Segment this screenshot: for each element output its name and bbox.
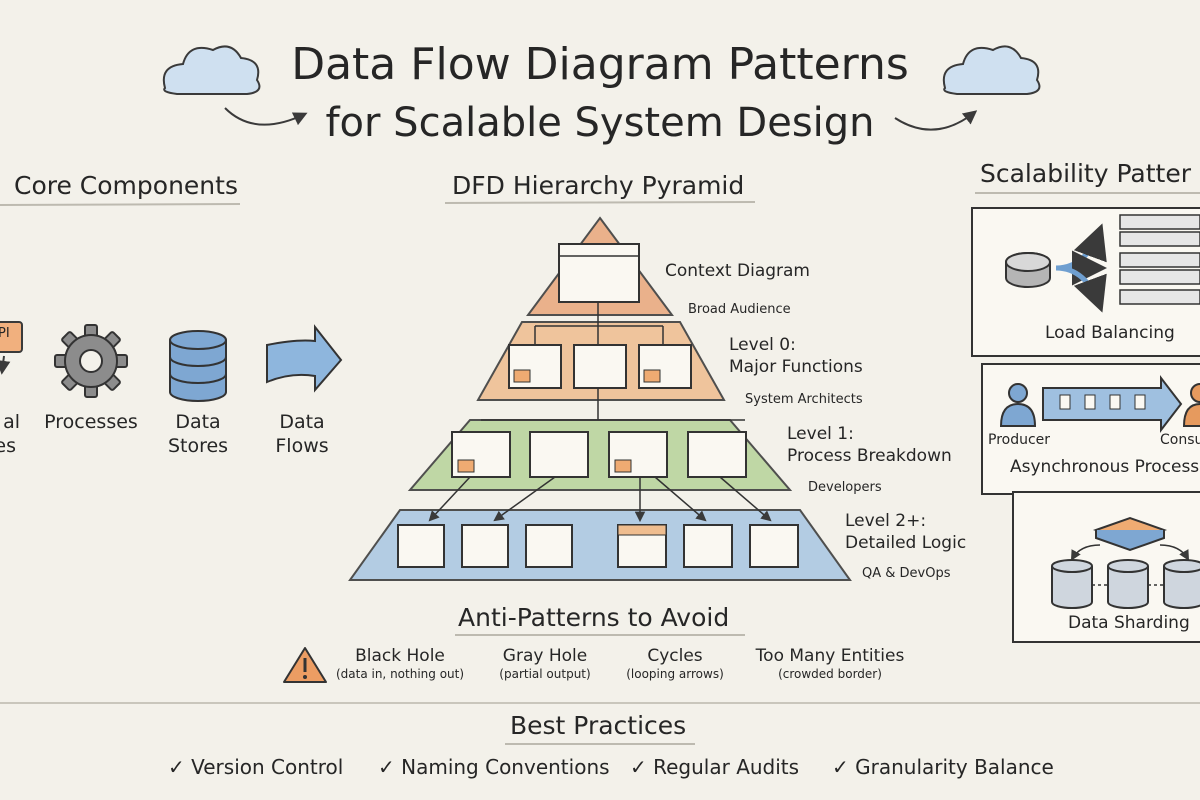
producer-label: Producer [988, 432, 1051, 448]
arrow-right-icon [266, 324, 343, 393]
core-item-data-flows-line1: Data [279, 411, 325, 433]
core-item-data-flows-line2: Flows [275, 435, 329, 457]
check-icon: ✓ [832, 755, 849, 779]
check-icon: ✓ [378, 755, 395, 779]
pyramid-heading: DFD Hierarchy Pyramid [452, 171, 745, 200]
api-label: PI [0, 326, 10, 341]
consumer-label: Consu [1160, 432, 1200, 448]
best-practice-version-control: ✓ Version Control [168, 755, 344, 779]
anti-pattern-black-hole-desc: (data in, nothing out) [335, 667, 465, 681]
best-practice-regular-audits: ✓ Regular Audits [630, 755, 800, 779]
shard-router-icon [1092, 516, 1168, 552]
async-processing-label: Asynchronous Processin [1010, 457, 1200, 477]
level-1-audience: Developers [808, 480, 882, 495]
database-icon [169, 330, 227, 402]
level-1-title: Level 1: [787, 424, 854, 444]
anti-pattern-black-hole: Black Hole [355, 646, 445, 666]
server-rack-icon [1119, 214, 1200, 305]
swoosh-arrow-left-icon [224, 107, 308, 126]
anti-patterns-heading: Anti-Patterns to Avoid [458, 603, 730, 632]
level-1-subtitle: Process Breakdown [787, 446, 952, 466]
data-sharding-label: Data Sharding [1068, 613, 1190, 633]
level-2-title: Level 2+: [845, 511, 927, 531]
anti-pattern-gray-hole-desc: (partial output) [499, 667, 591, 681]
warning-icon [283, 647, 327, 683]
level-0-title: Level 0: [729, 335, 796, 355]
level-0-subtitle: Major Functions [729, 357, 863, 377]
anti-pattern-too-many-entities: Too Many Entities [755, 646, 905, 666]
check-icon: ✓ [630, 755, 647, 779]
core-components-heading: Core Components [14, 171, 238, 200]
panel-load-balancing [971, 207, 1200, 357]
best-practice-naming-conventions: ✓ Naming Conventions [378, 755, 610, 779]
database-shard-icon [1051, 559, 1200, 609]
scalability-heading: Scalability Patter [980, 159, 1191, 188]
core-item-external-line1: al [3, 411, 20, 433]
level-context-audience: Broad Audience [688, 302, 791, 317]
pyramid-level-0 [476, 302, 726, 401]
best-practices-heading: Best Practices [510, 711, 687, 740]
core-item-external-line2: es [0, 435, 16, 457]
gear-icon [54, 324, 128, 398]
pyramid-level-context [526, 216, 674, 316]
title-line-1: Data Flow Diagram Patterns [291, 39, 909, 90]
anti-pattern-gray-hole: Gray Hole [502, 646, 588, 666]
core-item-processes: Processes [44, 411, 138, 433]
level-2-audience: QA & DevOps [862, 566, 951, 581]
level-0-audience: System Architects [745, 392, 863, 407]
anti-pattern-cycles: Cycles [647, 646, 703, 666]
pyramid-level-2 [348, 476, 852, 581]
title-line-2: for Scalable System Design [325, 100, 875, 146]
external-entity-icon [0, 321, 23, 375]
check-icon: ✓ [168, 755, 185, 779]
router-icon [1005, 252, 1051, 288]
core-item-data-stores-line2: Stores [167, 435, 229, 457]
producer-person-icon [999, 383, 1037, 427]
cloud-icon-left [162, 45, 261, 95]
level-2-subtitle: Detailed Logic [845, 533, 967, 553]
best-practice-granularity-balance: ✓ Granularity Balance [832, 755, 1054, 779]
load-balancing-label: Load Balancing [1045, 323, 1175, 343]
pyramid-level-1 [407, 388, 793, 491]
anti-pattern-too-many-entities-desc: (crowded border) [778, 667, 882, 681]
core-item-data-stores-line1: Data [175, 411, 221, 433]
swoosh-arrow-right-icon [894, 110, 978, 131]
level-context-title: Context Diagram [665, 261, 810, 281]
anti-pattern-cycles-desc: (looping arrows) [626, 667, 724, 681]
consumer-person-icon [1182, 383, 1200, 427]
cloud-icon-right [942, 45, 1041, 95]
panel-data-sharding [1012, 491, 1200, 643]
